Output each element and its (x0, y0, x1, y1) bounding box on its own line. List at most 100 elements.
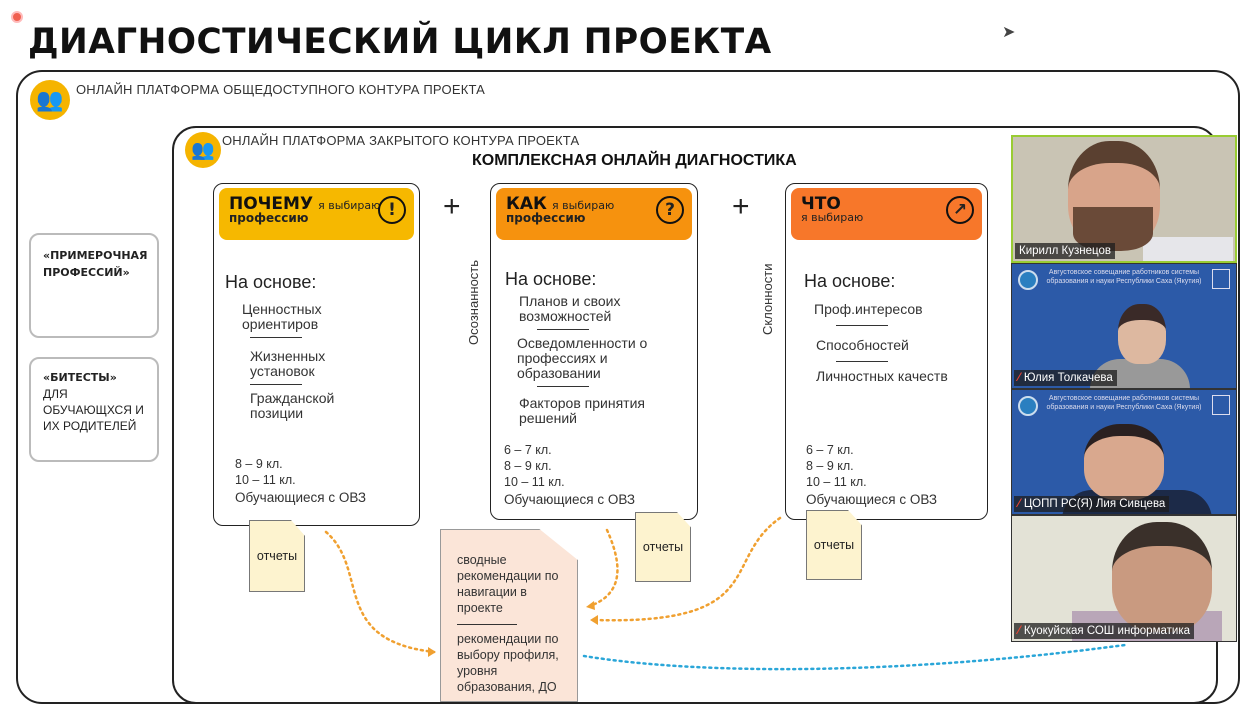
grade-item: 8 – 9 кл. (235, 457, 283, 471)
public-platform-label: ОНЛАЙН ПЛАТФОРМА ОБЩЕДОСТУПНОГО КОНТУРА … (76, 82, 486, 97)
mic-muted-icon: ⁄ (1018, 625, 1020, 637)
basis-item: Проф.интересов (814, 301, 923, 317)
copp-logo-icon (1212, 395, 1230, 415)
mic-muted-icon: ⁄ (1018, 498, 1020, 510)
mouse-cursor-icon: ➤ (1002, 24, 1016, 41)
arrow-report1-to-summary (324, 530, 436, 654)
report-doc-1[interactable]: отчеты (249, 520, 305, 592)
grade-item: 6 – 7 кл. (504, 443, 552, 457)
report-label: отчеты (256, 549, 298, 563)
divider (537, 386, 589, 387)
participant-name-tag: ⁄Куокуйская СОШ информатика (1014, 623, 1194, 639)
side-box-title: «БИТЕСТЫ» (43, 371, 117, 384)
grade-item: 8 – 9 кл. (504, 459, 552, 473)
card-title-bold: профессию (506, 211, 586, 225)
participant-name: Куокуйская СОШ информатика (1023, 625, 1190, 637)
basis-item: Гражданской позиции (250, 390, 335, 421)
divider (457, 624, 517, 625)
card-how: КАК я выбираю профессию ? На основе: Пла… (490, 183, 698, 520)
video-tile[interactable]: Кирилл Кузнецов (1011, 135, 1237, 263)
card-title-small: я выбираю (318, 199, 381, 212)
grade-list: 6 – 7 кл. 8 – 9 кл. 10 – 11 кл. Обучающи… (504, 442, 635, 508)
grade-list: 6 – 7 кл. 8 – 9 кл. 10 – 11 кл. Обучающи… (806, 442, 937, 508)
report-doc-2[interactable]: отчеты (635, 512, 691, 582)
basis-item: Осведомленности о профессиях и образован… (517, 335, 648, 381)
recording-indicator (11, 11, 23, 23)
card-title-bold: профессию (229, 211, 309, 225)
copp-logo-icon (1212, 269, 1230, 289)
video-tile[interactable]: Августовское совещание работников систем… (1011, 263, 1237, 389)
participant-name: Юлия Толкачева (1023, 372, 1113, 384)
basis-label: На основе: (505, 269, 597, 289)
arrowhead (590, 615, 598, 625)
card-why: ПОЧЕМУ я выбираю профессию ! На основе: … (213, 183, 420, 526)
arrowhead (586, 601, 595, 610)
participant-video (1143, 237, 1233, 261)
logo-icon (1018, 270, 1038, 290)
diagnostics-subtitle: КОМПЛЕКСНАЯ ОНЛАЙН ДИАГНОСТИКА (472, 152, 797, 169)
basis-item: Жизненных установок (250, 348, 326, 379)
side-box-text: ДЛЯ ОБУЧАЮЩХСЯ И ИХ РОДИТЕЛЕЙ (43, 387, 144, 433)
participant-name: ЦОПП РС(Я) Лия Сивцева (1023, 498, 1166, 510)
side-box-fitting-room[interactable]: «ПРИМЕРОЧНАЯ ПРОФЕССИЙ» (29, 233, 159, 338)
card-title-small: я выбираю (552, 199, 615, 212)
arrow-report3-to-summary (592, 516, 782, 622)
arrow-report2-to-summary (588, 528, 619, 608)
participant-video (1084, 424, 1164, 500)
grade-item: Обучающиеся с ОВЗ (504, 492, 636, 507)
basis-item: Факторов принятия решений (519, 395, 645, 426)
report-label: отчеты (813, 538, 855, 552)
summary-text: рекомендации по выбору профиля, уровня о… (457, 632, 559, 694)
question-icon: ? (656, 196, 684, 224)
participant-name-tag: ⁄ЦОПП РС(Я) Лия Сивцева (1014, 496, 1170, 512)
video-tile[interactable]: ⁄Куокуйская СОШ информатика (1011, 515, 1237, 642)
logo-icon (1018, 396, 1038, 416)
divider (250, 384, 302, 385)
grade-item: Обучающиеся с ОВЗ (235, 490, 367, 505)
exclamation-icon: ! (378, 196, 406, 224)
users-icon: 👥 (185, 132, 221, 168)
conference-banner: Августовское совещание работников систем… (1046, 269, 1202, 285)
video-tile[interactable]: Августовское совещание работников систем… (1011, 389, 1237, 515)
divider (537, 329, 589, 330)
report-label: отчеты (642, 540, 684, 554)
grade-item: 10 – 11 кл. (504, 475, 565, 489)
card-what: ЧТО я выбираю ↗ На основе: Проф.интересо… (785, 183, 988, 520)
grade-item: Обучающиеся с ОВЗ (806, 492, 938, 507)
grade-list: 8 – 9 кл. 10 – 11 кл. Обучающиеся с ОВЗ (235, 456, 366, 506)
plus-sign: + (732, 190, 750, 223)
plus-sign: + (443, 190, 461, 223)
arrowhead (428, 647, 436, 657)
participant-name-tag: ⁄Юлия Толкачева (1014, 370, 1117, 386)
page-title: ДИАГНОСТИЧЕСКИЙ ЦИКЛ ПРОЕКТА (28, 22, 772, 62)
users-icon: 👥 (30, 80, 70, 120)
arrow-video-to-summary (582, 643, 1127, 671)
side-box-bitests[interactable]: «БИТЕСТЫ» ДЛЯ ОБУЧАЮЩХСЯ И ИХ РОДИТЕЛЕЙ (29, 357, 159, 462)
arrow-up-right-icon: ↗ (946, 196, 974, 224)
basis-item: Ценностных ориентиров (242, 301, 322, 332)
participant-name: Кирилл Кузнецов (1015, 243, 1115, 259)
participant-video (1118, 304, 1166, 364)
card-title: КАК (506, 194, 547, 214)
grade-item: 10 – 11 кл. (806, 475, 867, 489)
closed-platform-label: ОНЛАЙН ПЛАТФОРМА ЗАКРЫТОГО КОНТУРА ПРОЕК… (222, 133, 580, 148)
divider (836, 361, 888, 362)
grade-item: 6 – 7 кл. (806, 443, 854, 457)
card-title: ПОЧЕМУ (229, 194, 314, 214)
card-title: ЧТО (801, 194, 841, 214)
mic-muted-icon: ⁄ (1018, 372, 1020, 384)
basis-item: Планов и своих возможностей (519, 293, 621, 324)
participant-video (1112, 522, 1212, 632)
basis-label: На основе: (804, 271, 896, 291)
report-doc-3[interactable]: отчеты (806, 510, 862, 580)
card-header: ЧТО я выбираю ↗ (791, 188, 982, 240)
summary-recommendations-doc[interactable]: сводные рекомендации по навигации в прое… (440, 529, 578, 702)
divider (836, 325, 888, 326)
summary-text: сводные рекомендации по навигации в прое… (457, 553, 559, 615)
side-box-title: «ПРИМЕРОЧНАЯ ПРОФЕССИЙ» (43, 249, 148, 279)
basis-label: На основе: (225, 272, 317, 292)
grade-item: 8 – 9 кл. (806, 459, 854, 473)
card-header: КАК я выбираю профессию ? (496, 188, 692, 240)
card-title-small: я выбираю (801, 211, 864, 224)
